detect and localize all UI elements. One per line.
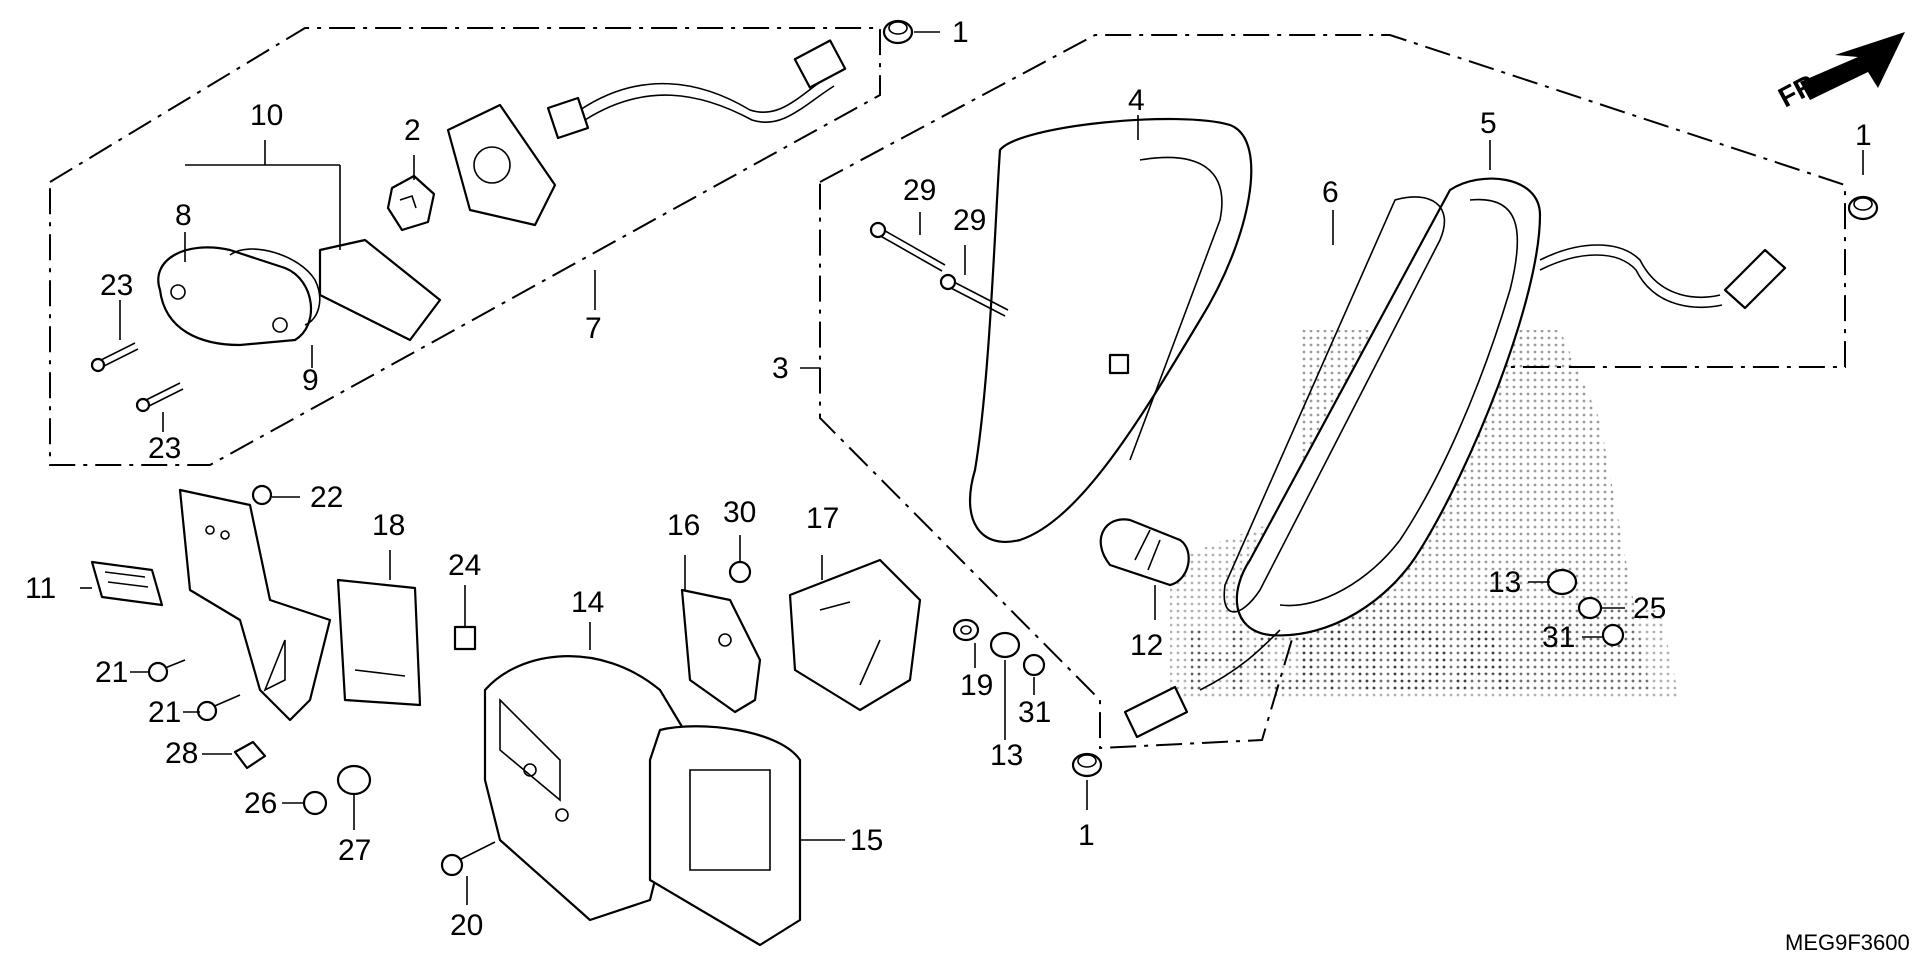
part-collar-19 xyxy=(952,618,980,642)
callout-29: 29 xyxy=(953,204,986,237)
part-collar-26 xyxy=(302,790,328,816)
callout-24: 24 xyxy=(448,549,481,582)
callout-27: 27 xyxy=(338,834,371,867)
callout-13: 13 xyxy=(990,739,1023,772)
callout-19: 19 xyxy=(960,669,993,702)
callout-20: 20 xyxy=(450,909,483,942)
part-nut-30 xyxy=(728,560,752,584)
callout-23: 23 xyxy=(100,269,133,302)
drawing-code: MEG9F3600 xyxy=(1785,930,1910,955)
callout-labels: 1 1 1 2 3 4 5 6 7 8 9 10 11 12 13 13 14 … xyxy=(25,16,1872,942)
front-direction-label: FR. xyxy=(1773,65,1827,114)
part-clip-28 xyxy=(233,740,267,770)
callout-15: 15 xyxy=(850,824,883,857)
callout-10: 10 xyxy=(250,99,283,132)
callout-11: 11 xyxy=(25,572,56,605)
callout-21: 21 xyxy=(95,656,128,689)
part-plate-18 xyxy=(336,578,422,707)
part-bulb-12 xyxy=(1099,518,1190,587)
callout-16: 16 xyxy=(667,509,700,542)
part-reflector-10 xyxy=(318,238,442,342)
part-reflector-11 xyxy=(90,560,164,607)
callout-28: 28 xyxy=(165,737,198,770)
callout-30: 30 xyxy=(723,496,756,529)
part-lens-8 xyxy=(157,246,313,347)
callout-5: 5 xyxy=(1480,107,1497,140)
part-housing-5 xyxy=(1235,177,1787,637)
part-plate-rubber-15 xyxy=(648,725,802,947)
callout-7: 7 xyxy=(585,312,602,345)
callout-14: 14 xyxy=(571,586,604,619)
callout-8: 8 xyxy=(175,199,192,232)
part-nut-24 xyxy=(453,625,477,651)
callout-9: 9 xyxy=(302,364,319,397)
part-rubber-13a xyxy=(989,631,1021,659)
part-grommet-1b xyxy=(1847,195,1879,221)
part-license-bracket xyxy=(178,488,332,722)
group-outline-7 xyxy=(49,27,881,466)
callout-26: 26 xyxy=(244,787,277,820)
callout-2: 2 xyxy=(404,114,421,147)
part-gasket-6 xyxy=(1223,196,1446,613)
callout-17: 17 xyxy=(806,502,839,535)
callout-18: 18 xyxy=(372,509,405,542)
part-mudguard-14 xyxy=(483,655,692,922)
part-nut-31b xyxy=(1601,623,1625,647)
part-stay-17 xyxy=(788,558,922,712)
part-grommet-1c xyxy=(1071,752,1103,778)
part-bolt-21b xyxy=(196,694,241,722)
callout-31: 31 xyxy=(1018,696,1051,729)
callout-12: 12 xyxy=(1130,629,1163,662)
callout-1: 1 xyxy=(1855,119,1872,152)
callout-29: 29 xyxy=(903,174,936,207)
part-bolt-21a xyxy=(147,659,186,683)
part-bolt-20 xyxy=(440,841,496,877)
part-screw-23b xyxy=(135,382,184,413)
callout-3: 3 xyxy=(772,352,789,385)
svg-text:HONDA: HONDA xyxy=(1185,610,1515,710)
callout-1: 1 xyxy=(952,16,969,49)
part-screw-29a xyxy=(869,221,946,272)
part-screw-29b xyxy=(939,273,1009,317)
part-bolt-22 xyxy=(251,484,273,506)
part-grommet-1a xyxy=(882,19,914,45)
callout-22: 22 xyxy=(310,481,343,514)
front-arrow-icon: FR. xyxy=(1773,32,1905,113)
part-rubber-27 xyxy=(336,764,372,796)
callout-13: 13 xyxy=(1488,566,1521,599)
callout-6: 6 xyxy=(1322,176,1339,209)
part-nut-31a xyxy=(1022,653,1046,677)
part-gasket-9 xyxy=(229,248,321,326)
part-collar-25 xyxy=(1577,596,1603,620)
part-license-light-wiring-7 xyxy=(446,39,847,227)
part-socket-wiring xyxy=(1123,629,1281,739)
leader-lines xyxy=(80,31,1864,905)
callout-23: 23 xyxy=(148,432,181,465)
callout-25: 25 xyxy=(1633,592,1666,625)
part-rubber-13b xyxy=(1546,568,1578,596)
callout-1: 1 xyxy=(1078,819,1095,852)
part-lens-4 xyxy=(968,117,1253,543)
part-bracket-16 xyxy=(680,588,762,714)
part-screw-23a xyxy=(90,342,139,373)
callout-31: 31 xyxy=(1542,621,1575,654)
callout-4: 4 xyxy=(1128,84,1145,117)
callout-21: 21 xyxy=(148,696,181,729)
part-bulb-2 xyxy=(386,174,436,232)
